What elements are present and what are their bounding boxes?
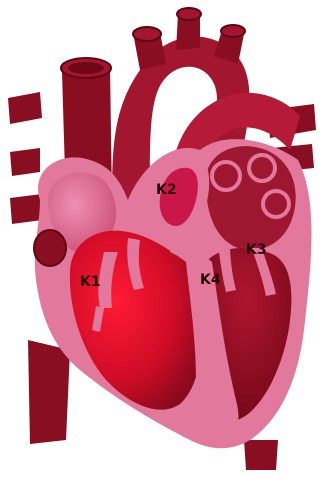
brachiocephalic-opening [133,27,161,41]
label-k1: K1 [80,274,101,290]
inferior-vena-cava [28,340,70,444]
left-pulmonary-vein-upper [8,92,42,124]
coronary-sinus-opening [34,230,66,266]
superior-vena-cava-lumen [68,62,104,74]
descending-aorta [244,440,278,470]
left-pulmonary-vein-lower [10,194,42,224]
label-k2: K2 [156,182,177,198]
left-carotid-opening [177,8,201,20]
left-pulmonary-vein-mid [10,148,40,176]
left-subclavian-opening [221,25,245,37]
label-k4: K4 [200,272,221,288]
label-k3: K3 [246,242,267,258]
